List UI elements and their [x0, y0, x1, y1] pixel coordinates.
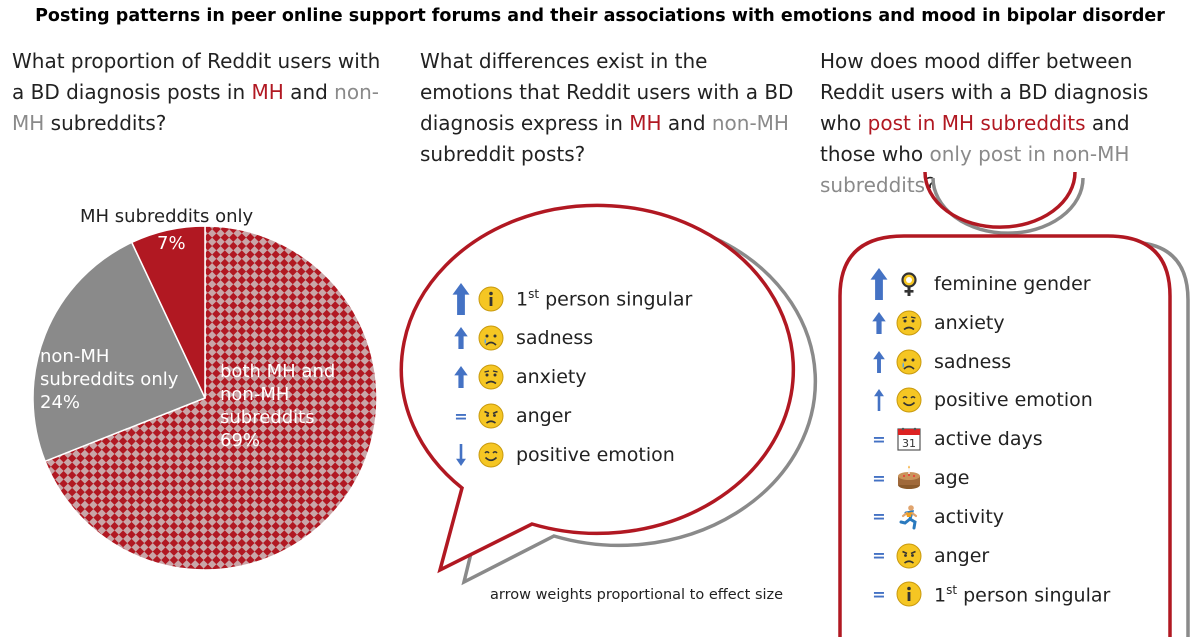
list-item-label: active days — [934, 428, 1043, 451]
person-silhouette — [838, 171, 1172, 637]
list-item-label: 1st person singular — [934, 582, 1111, 607]
list-item: = age — [870, 463, 969, 493]
arrow-up-icon — [452, 283, 470, 315]
list-item-label: positive emotion — [934, 389, 1093, 412]
info-icon — [478, 286, 504, 312]
arrow-up-icon — [870, 268, 888, 300]
list-item: = activity — [870, 502, 1004, 532]
list-item: = 31 active days — [870, 424, 1043, 454]
pie-label-non-mh-only: non-MH subreddits only 24% — [40, 346, 179, 413]
crying-face-icon — [478, 325, 504, 351]
list-item: = anger — [870, 541, 989, 571]
list-item: = 1st person singular — [870, 579, 1110, 609]
arrow-up-icon — [870, 347, 888, 377]
arrow-up-icon — [870, 308, 888, 338]
pie-chart — [32, 225, 378, 571]
pie-label-both: both MH and non-MH subreddits 69% — [220, 361, 336, 451]
pie-value-mh-only: 7% — [157, 233, 186, 254]
list-item: anxiety — [452, 362, 587, 392]
list-item: sadness — [452, 323, 593, 353]
list-item-label: 1st person singular — [516, 287, 693, 311]
smiling-face-icon — [896, 387, 922, 413]
worried-face-icon — [896, 310, 922, 336]
page-title: Posting patterns in peer online support … — [35, 6, 1165, 26]
equal-sign: = — [872, 429, 886, 449]
list-item-label: anxiety — [934, 311, 1005, 334]
list-item-label: sadness — [516, 327, 594, 349]
arrow-up-icon — [452, 362, 470, 392]
arrow-up-icon — [452, 323, 470, 353]
pie-slice-both — [44, 225, 378, 571]
effect-size-note: arrow weights proportional to effect siz… — [490, 587, 784, 603]
list-item: feminine gender — [870, 268, 1091, 300]
equal-sign: = — [872, 546, 886, 566]
equal-sign: = — [872, 468, 886, 488]
list-item-label: anxiety — [516, 366, 587, 388]
pie-slice-mh-only — [130, 225, 206, 399]
question-1: What proportion of Reddit users with a B… — [12, 49, 381, 135]
worried-face-icon — [478, 364, 504, 390]
cake-icon — [896, 465, 922, 491]
list-item-label: feminine gender — [934, 273, 1091, 295]
equal-sign: = — [872, 507, 886, 527]
female-sign-icon — [896, 271, 922, 297]
calendar-day: 31 — [902, 437, 916, 450]
equal-sign: = — [872, 584, 886, 604]
list-item-label: anger — [516, 405, 572, 427]
list-item: positive emotion — [452, 440, 675, 470]
equal-sign: = — [454, 406, 468, 426]
list-item-label: anger — [934, 544, 990, 567]
list-item: anxiety — [870, 308, 1005, 338]
angry-face-icon — [896, 543, 922, 569]
question-2: What differences exist in the emotions t… — [420, 49, 794, 166]
pie-label-mh-only: MH subreddits only — [80, 206, 254, 227]
pie-slice-non-mh-only — [32, 241, 207, 463]
runner-icon — [896, 504, 922, 530]
list-item-label: activity — [934, 505, 1005, 528]
question-3: How does mood differ between Reddit user… — [820, 49, 1149, 197]
arrow-up-icon — [870, 385, 888, 415]
info-icon — [896, 581, 922, 607]
list-item-label: sadness — [934, 350, 1012, 373]
list-item-label: positive emotion — [516, 444, 675, 466]
list-item: = anger — [452, 401, 571, 431]
list-item-label: age — [934, 467, 970, 489]
calendar-icon: 31 — [896, 426, 922, 452]
crying-face-icon — [896, 349, 922, 375]
arrow-down-icon — [452, 440, 470, 470]
list-item: positive emotion — [870, 385, 1093, 415]
list-item: 1st person singular — [452, 283, 693, 315]
smiling-face-icon — [478, 442, 504, 468]
angry-face-icon — [478, 403, 504, 429]
list-item: sadness — [870, 347, 1011, 377]
